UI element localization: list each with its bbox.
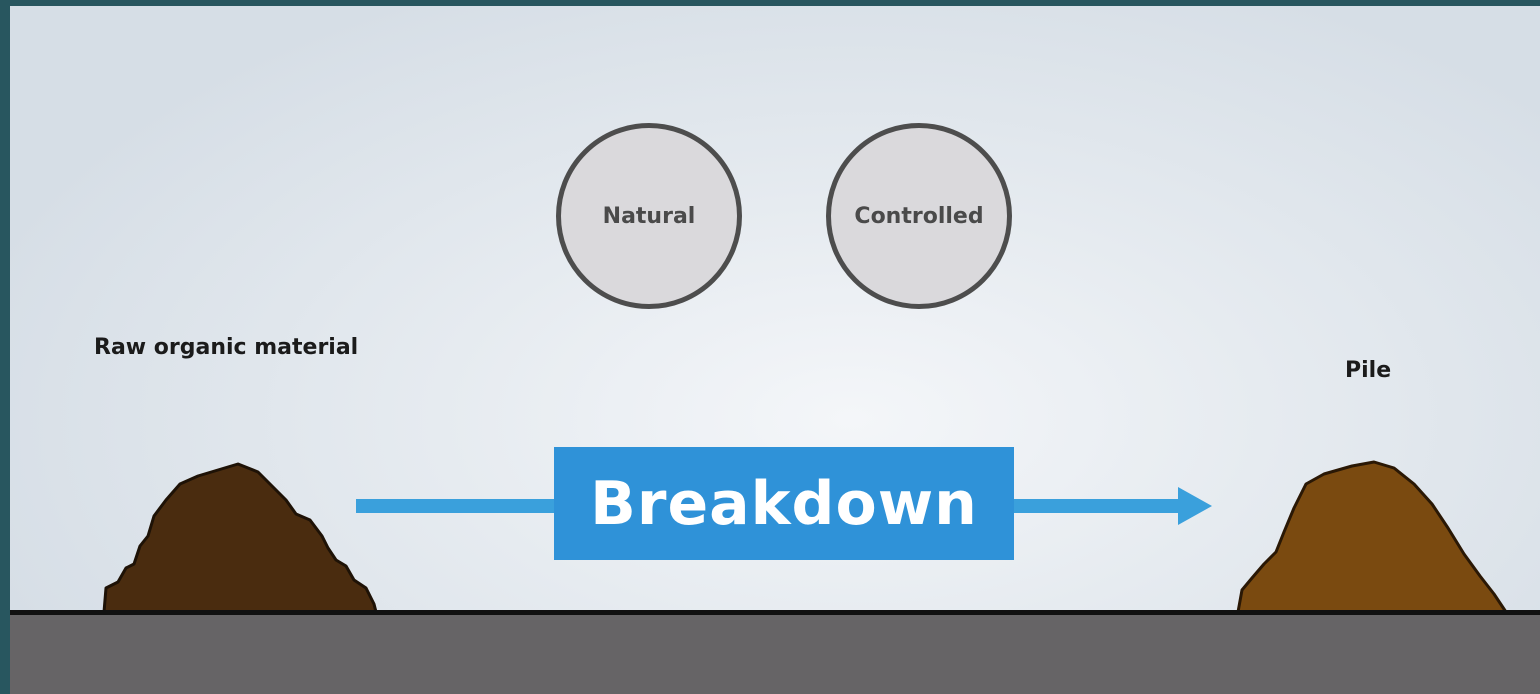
raw-material-label: Raw organic material <box>94 335 359 360</box>
raw-material-mound-icon <box>102 462 378 614</box>
natural-circle: Natural <box>556 123 742 309</box>
compost-pile-icon <box>1236 460 1508 614</box>
ground <box>10 610 1540 694</box>
natural-circle-label: Natural <box>602 203 696 229</box>
slide-canvas: Raw organic material Pile Natural Contro… <box>10 6 1540 694</box>
arrow-left-segment <box>356 499 556 513</box>
arrow-head-icon <box>1178 487 1212 525</box>
breakdown-label: Breakdown <box>590 468 978 539</box>
arrow-right-segment <box>1012 499 1180 513</box>
controlled-circle: Controlled <box>826 123 1012 309</box>
controlled-circle-label: Controlled <box>854 203 984 229</box>
pile-label: Pile <box>1345 358 1392 383</box>
breakdown-process-box: Breakdown <box>554 447 1014 560</box>
